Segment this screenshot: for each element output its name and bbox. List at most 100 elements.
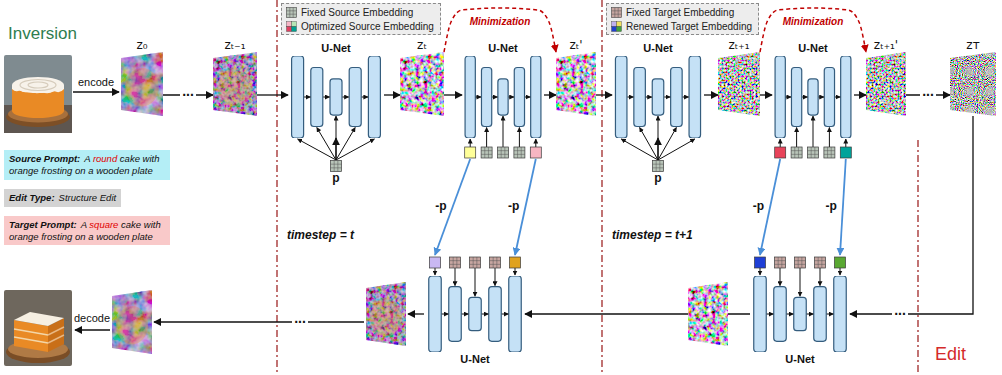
loss-label: Minimization (783, 16, 844, 28)
unet-layer (509, 276, 522, 352)
prompt-word (94, 231, 97, 242)
prompt-word: orange (9, 231, 39, 242)
legend-text: Fixed Source Embedding (301, 7, 413, 18)
skip-arrow (462, 314, 469, 315)
figure-part (48, 335, 64, 343)
prompt-word: cake (121, 219, 141, 230)
token-grid (824, 150, 835, 151)
token-grid (612, 13, 622, 14)
prompt-word (72, 231, 75, 242)
ellipsis: ... (180, 83, 196, 99)
flow-arrow (408, 313, 424, 314)
embedding-token (530, 147, 541, 158)
prompt-word (86, 165, 89, 176)
latent-image (688, 282, 728, 346)
latent-map: zₜ₋₁ (213, 38, 257, 116)
latent-image (556, 52, 596, 116)
latent-tint (217, 68, 252, 106)
unet-block: U-Net (612, 40, 704, 138)
embedding-token (795, 257, 806, 268)
token-grid (775, 260, 786, 261)
embedding-token (835, 257, 846, 268)
step-label: encode (78, 76, 114, 89)
latent-map: zᴛ (950, 38, 996, 116)
embedding-token (450, 257, 461, 268)
token-grid (614, 7, 615, 17)
figure-part (4, 55, 72, 133)
token-arrow (486, 128, 487, 147)
token-grid (821, 257, 822, 268)
prompt-heading: Target Prompt: (9, 219, 77, 230)
embedding-token (490, 257, 501, 268)
encode-arrow (73, 91, 119, 92)
unet-layer (841, 56, 851, 138)
latent-label: zₜ₊₁' (866, 38, 906, 52)
unet-block: U-Net (772, 40, 854, 138)
legend-entry: Renewed Target Embedding (611, 19, 752, 33)
fan-line (640, 128, 658, 160)
prompt-word: wooden (96, 231, 129, 242)
edit-divider (917, 140, 918, 375)
token-grid (808, 150, 819, 151)
unet-layer (531, 56, 541, 138)
figure-part (20, 80, 56, 91)
section-title: Inversion (8, 24, 77, 44)
legend-text: Renewed Target Embedding (626, 21, 752, 32)
token-grid (481, 150, 492, 151)
token-grid (456, 257, 457, 268)
legend-swatch-fill (612, 7, 622, 17)
negation-label: -p (826, 200, 837, 214)
legend-quadrant (292, 21, 297, 26)
prompt-word: a (88, 165, 93, 176)
legend-box: Fixed Source EmbeddingOptimized Source E… (281, 3, 441, 35)
token-grid (498, 154, 509, 155)
legend-quadrant (287, 21, 292, 26)
prompt-word: plate (132, 231, 153, 242)
token-grid (794, 147, 795, 158)
token-grid (656, 161, 657, 172)
prompt-word (72, 165, 75, 176)
token-grid (287, 13, 297, 14)
unet-layer (794, 297, 807, 330)
prompt-word: A (81, 219, 87, 230)
prompt-word: round (93, 153, 117, 164)
latent-noise (556, 52, 596, 116)
token-grid (453, 257, 454, 268)
unet-layer (498, 79, 508, 115)
token-grid (496, 257, 497, 268)
token-grid (293, 7, 294, 17)
ellipsis: ... (920, 83, 936, 99)
token-arrow (475, 268, 476, 296)
prompt-word (141, 219, 144, 230)
prompt-word (140, 153, 143, 164)
token-grid (827, 147, 828, 158)
unet-block: U-Net (425, 276, 525, 366)
token-arrow (813, 116, 814, 147)
skip-arrow (664, 97, 670, 98)
prompt-word: frosting (41, 165, 72, 176)
timestep-divider (601, 0, 602, 375)
token-arrow (845, 139, 846, 147)
loss-label: Minimization (470, 16, 531, 28)
unet-label: U-Net (772, 40, 854, 56)
flow-arrow (854, 94, 866, 95)
latent-noise (213, 52, 257, 116)
embedding-token (514, 147, 525, 158)
token-grid (450, 264, 461, 265)
latent-image (213, 52, 257, 116)
embedding-name: p (329, 172, 343, 185)
prompt-box: Edit Type:Structure Edit (4, 189, 121, 207)
latent-shape (556, 52, 596, 116)
skip-arrow (476, 97, 481, 98)
token-arrow (455, 268, 456, 286)
latent-shape (866, 52, 906, 116)
skip-arrow (646, 97, 652, 98)
unet-shape (772, 56, 854, 138)
unet-shape (288, 56, 384, 138)
latent-map: zₜ' (556, 38, 596, 116)
unet-layer (368, 56, 380, 138)
token-grid (289, 7, 290, 17)
prompt-word: with (144, 219, 161, 230)
latent-noise (866, 52, 906, 116)
token-grid (815, 260, 826, 261)
